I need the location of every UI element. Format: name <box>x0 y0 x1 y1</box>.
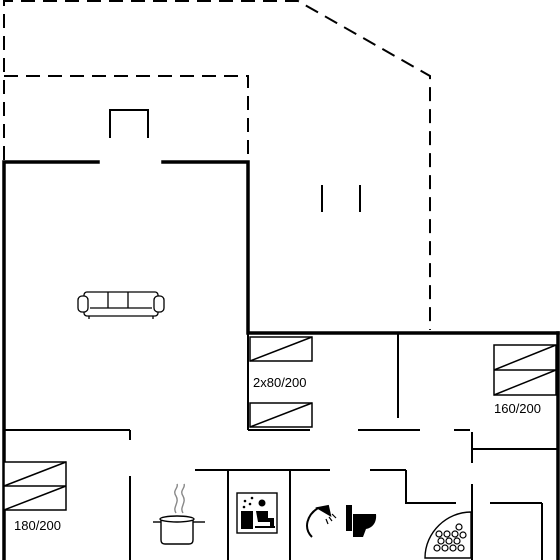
toilet-icon <box>346 505 377 537</box>
terrace-outline <box>3 0 431 330</box>
sofa-icon <box>77 291 165 319</box>
bed-double-right <box>493 344 557 396</box>
bed-label-twin: 2x80/200 <box>253 375 307 390</box>
interior-walls <box>4 333 558 560</box>
whirlpool-icon <box>424 511 472 559</box>
shower-icon <box>306 504 337 538</box>
bed-twin-lower <box>249 402 313 428</box>
terrace-posts <box>321 185 361 212</box>
bed-twin-upper <box>249 336 313 362</box>
bed-double-left <box>3 461 67 511</box>
outer-walls <box>2 160 560 560</box>
cooking-pot-icon <box>153 483 205 545</box>
bed-label-left: 180/200 <box>14 518 61 533</box>
bed-label-right: 160/200 <box>494 401 541 416</box>
fireplace-icon <box>109 109 149 138</box>
sauna-icon <box>236 492 278 534</box>
